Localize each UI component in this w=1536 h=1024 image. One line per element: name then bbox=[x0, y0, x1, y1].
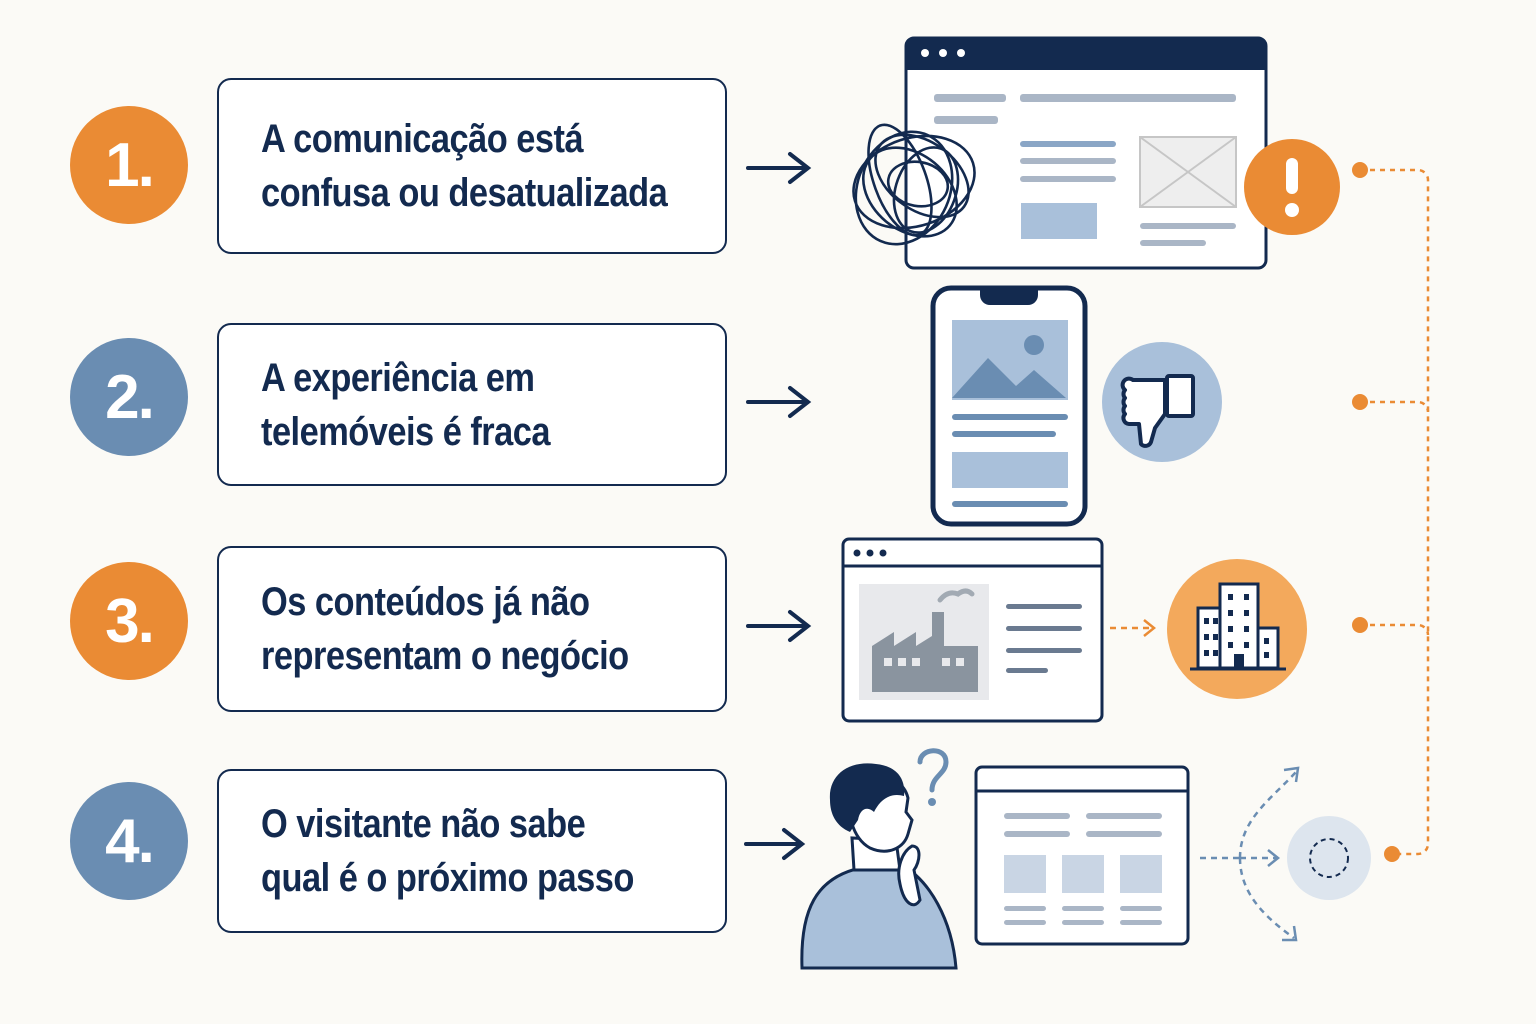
browser-window-icon bbox=[841, 537, 1104, 723]
branching-arrows-icon bbox=[1200, 766, 1300, 942]
step-1-number-badge: 1. bbox=[70, 106, 188, 224]
smartphone-icon bbox=[930, 285, 1088, 527]
right-dotted-connector bbox=[1360, 168, 1430, 856]
step-1-text: A comunicação está confusa ou desatualiz… bbox=[261, 112, 668, 220]
step-3-text-box: Os conteúdos já não representam o negóci… bbox=[217, 546, 727, 712]
step-1-line-1: A comunicação está bbox=[261, 117, 584, 161]
thumbs-down-icon bbox=[1102, 342, 1222, 462]
exclamation-icon bbox=[1244, 139, 1340, 235]
question-mark-icon bbox=[917, 748, 949, 806]
step-4-text: O visitante não sabe qual é o próximo pa… bbox=[261, 797, 634, 905]
arrow-step-3 bbox=[746, 610, 812, 642]
step-2-number-badge: 2. bbox=[70, 338, 188, 456]
step-2-text-box: A experiência em telemóveis é fraca bbox=[217, 323, 727, 486]
tangled-scribble-icon bbox=[852, 123, 976, 246]
step-3-line-1: Os conteúdos já não bbox=[261, 580, 590, 624]
arrow-step-4 bbox=[744, 828, 806, 860]
step-4-line-1: O visitante não sabe bbox=[261, 802, 586, 846]
dashed-target-icon bbox=[1287, 816, 1371, 900]
step-3-text: Os conteúdos já não representam o negóci… bbox=[261, 575, 629, 683]
step-3-line-2: representam o negócio bbox=[261, 634, 629, 678]
step-4-number-badge: 4. bbox=[70, 782, 188, 900]
dashed-arrow-step-3 bbox=[1110, 619, 1157, 637]
step-2-line-1: A experiência em bbox=[261, 355, 535, 400]
step-2-line-2: telemóveis é fraca bbox=[261, 409, 551, 454]
browser-window-icon bbox=[904, 36, 1268, 270]
arrow-step-2 bbox=[746, 386, 812, 418]
step-2-text: A experiência em telemóveis é fraca bbox=[261, 351, 551, 459]
browser-window-icon bbox=[974, 765, 1190, 946]
connector-dots bbox=[1352, 162, 1400, 862]
office-building-icon bbox=[1167, 559, 1307, 699]
factory-icon bbox=[872, 588, 978, 692]
step-3-number-badge: 3. bbox=[70, 562, 188, 680]
confused-person-icon bbox=[800, 763, 958, 970]
step-1-line-2: confusa ou desatualizada bbox=[261, 171, 668, 215]
step-4-text-box: O visitante não sabe qual é o próximo pa… bbox=[217, 769, 727, 933]
step-4-line-2: qual é o próximo passo bbox=[261, 856, 634, 900]
step-1-text-box: A comunicação está confusa ou desatualiz… bbox=[217, 78, 727, 254]
arrow-step-1 bbox=[746, 152, 812, 184]
